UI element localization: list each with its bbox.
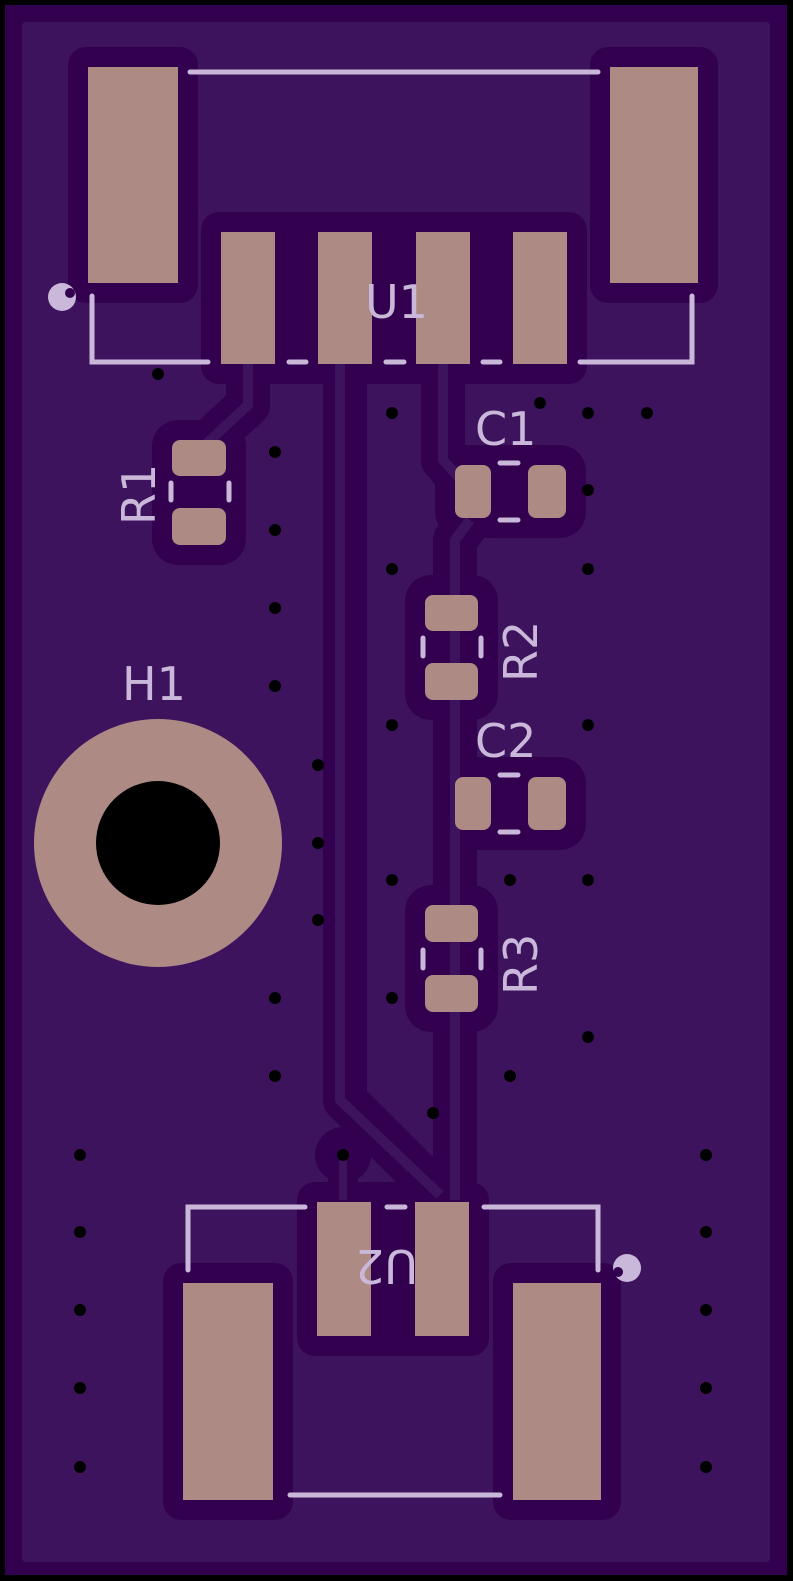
via-icon <box>269 602 281 614</box>
u2-pin-1 <box>317 1202 371 1336</box>
via-icon <box>269 524 281 536</box>
via-icon <box>312 914 324 926</box>
component-c1: C1 <box>455 402 566 523</box>
u1-mount-pad-right <box>610 67 698 283</box>
via-icon <box>534 397 546 409</box>
u2-mount-pad-left <box>183 1283 273 1500</box>
via-icon <box>427 1107 439 1119</box>
mounting-hole-h1: H1 <box>34 657 282 967</box>
component-r2: R2 <box>420 595 548 700</box>
via-icon <box>74 1149 86 1161</box>
via-icon <box>700 1461 712 1473</box>
component-c2: C2 <box>455 714 566 835</box>
u2-label: U2 <box>355 1239 418 1293</box>
via-icon <box>337 1149 349 1161</box>
component-r3: R3 <box>420 905 548 1012</box>
via-icon <box>700 1382 712 1394</box>
via-icon <box>700 1226 712 1238</box>
vias <box>74 368 712 1473</box>
via-icon <box>582 407 594 419</box>
u2-pin-2 <box>415 1202 469 1336</box>
c2-label: C2 <box>475 714 536 768</box>
component-u1: U1 <box>48 67 698 365</box>
drill-hole-icon <box>96 781 220 905</box>
via-icon <box>504 874 516 886</box>
u1-pin-2 <box>318 232 372 364</box>
via-icon <box>386 992 398 1004</box>
via-icon <box>74 1382 86 1394</box>
via-icon <box>312 837 324 849</box>
via-icon <box>74 1461 86 1473</box>
component-u2: U2 <box>183 1202 641 1500</box>
via-icon <box>641 407 653 419</box>
via-icon <box>582 874 594 886</box>
r1-label: R1 <box>112 464 166 525</box>
u1-label: U1 <box>365 275 428 329</box>
r3-label: R3 <box>494 934 548 995</box>
via-icon <box>386 719 398 731</box>
via-icon <box>582 484 594 496</box>
via-icon <box>386 874 398 886</box>
via-icon <box>504 1070 516 1082</box>
via-icon <box>312 759 324 771</box>
u2-mount-pad-right <box>513 1283 601 1500</box>
via-icon <box>582 563 594 575</box>
h1-label: H1 <box>122 657 186 711</box>
via-icon <box>700 1149 712 1161</box>
u1-mount-pad-left <box>88 67 178 283</box>
via-icon <box>386 407 398 419</box>
via-icon <box>269 446 281 458</box>
copper-pour <box>22 22 770 1562</box>
via-icon <box>582 719 594 731</box>
via-icon <box>700 1304 712 1316</box>
u1-pin-4 <box>513 232 567 364</box>
via-icon <box>152 368 164 380</box>
via-icon <box>269 1070 281 1082</box>
u1-pin-1 <box>221 232 275 364</box>
via-icon <box>74 1304 86 1316</box>
via-icon <box>269 992 281 1004</box>
via-icon <box>386 563 398 575</box>
via-icon <box>74 1226 86 1238</box>
c1-label: C1 <box>475 402 536 456</box>
u1-pin-3 <box>416 232 470 364</box>
via-icon <box>582 1031 594 1043</box>
via-icon <box>269 680 281 692</box>
component-r1: R1 <box>112 440 232 545</box>
r2-label: R2 <box>494 621 548 682</box>
